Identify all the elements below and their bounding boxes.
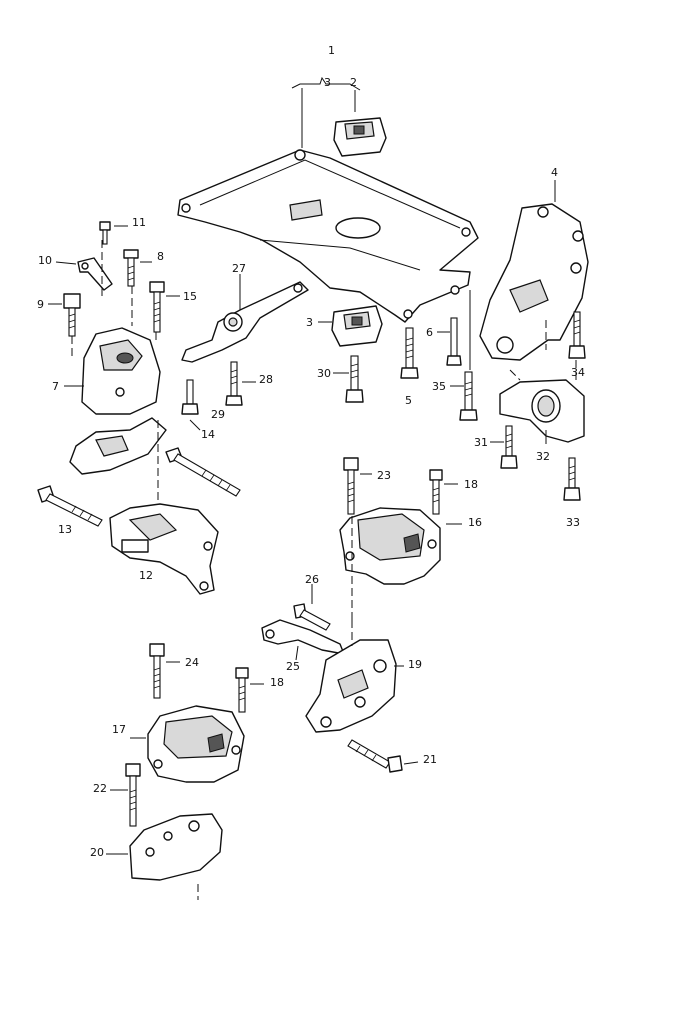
callout-27: 27 (232, 262, 246, 275)
callout-5: 5 (405, 394, 412, 407)
bolt-part-26 (293, 603, 331, 631)
bushing-part-3 (331, 305, 383, 347)
assembly-line-a (71, 240, 353, 900)
callout-35: 35 (432, 380, 446, 393)
callout-26: 26 (305, 573, 319, 586)
bolt-part-9 (63, 293, 81, 337)
callout-1: 1 (328, 44, 335, 57)
callout-32: 32 (536, 450, 550, 463)
callout-33: 33 (566, 516, 580, 529)
bracket-part-19 (305, 639, 397, 733)
bolt-part-5 (400, 327, 419, 379)
bolt-part-8 (123, 249, 139, 287)
bolt-part-29 (181, 379, 199, 415)
bolt-part-18a (429, 469, 443, 515)
callout-13: 13 (58, 523, 72, 536)
callout-3b: 3 (306, 316, 313, 329)
callout-15: 15 (183, 290, 197, 303)
callout-34: 34 (571, 366, 585, 379)
bolt-part-24 (149, 643, 165, 699)
torque-arm-part-27 (181, 281, 309, 363)
bolt-part-33 (563, 457, 581, 501)
engine-mount-part-16 (339, 507, 441, 585)
callout-29: 29 (211, 408, 225, 421)
callout-17: 17 (112, 723, 126, 736)
callout-21: 21 (423, 753, 437, 766)
bolt-part-30 (345, 355, 364, 403)
callout-31: 31 (474, 436, 488, 449)
bolt-part-21 (347, 739, 403, 773)
callout-12: 12 (139, 569, 153, 582)
bolt-part-13 (37, 485, 103, 527)
callout-16: 16 (468, 516, 482, 529)
callout-3a: 3 (324, 76, 331, 89)
bolt-part-31 (500, 425, 518, 469)
bolt-part-15 (149, 281, 165, 333)
callout-8: 8 (157, 250, 164, 263)
callout-28: 28 (259, 373, 273, 386)
mount-bracket-lower (69, 417, 167, 475)
callout-11: 11 (132, 216, 146, 229)
leader-35 (450, 290, 471, 387)
leader-25 (295, 645, 299, 661)
leader-21 (403, 761, 419, 765)
bushing-part-2 (333, 117, 387, 157)
callout-14: 14 (201, 428, 215, 441)
bolt-part-34 (568, 311, 586, 359)
callout-6: 6 (426, 326, 433, 339)
bolt-part-22 (125, 763, 141, 827)
strap-part-25 (261, 619, 345, 655)
engine-mount-part-7 (81, 327, 161, 415)
bolt-part-35 (459, 371, 478, 421)
subframe-part-1 (177, 149, 479, 323)
engine-mount-part-17 (147, 705, 245, 783)
callout-19: 19 (408, 658, 422, 671)
callout-30: 30 (317, 367, 331, 380)
bolt-part-28 (225, 361, 243, 406)
callout-18b: 18 (270, 676, 284, 689)
bolt-part-18b (235, 667, 249, 713)
leader-14 (189, 419, 201, 431)
callout-20: 20 (90, 846, 104, 859)
callout-9: 9 (37, 298, 44, 311)
assembly-line-b (509, 320, 577, 381)
callout-10: 10 (38, 254, 52, 267)
leader-10 (55, 261, 77, 265)
bracket-part-20 (129, 813, 223, 881)
mount-part-32 (499, 379, 585, 443)
bolt-part-14 (165, 447, 241, 497)
strap-part-10 (77, 257, 113, 291)
callout-25: 25 (286, 660, 300, 673)
leader-1 (291, 76, 361, 148)
bolt-part-23 (343, 457, 359, 515)
bolt-part-11 (99, 221, 111, 245)
callout-22: 22 (93, 782, 107, 795)
callout-23: 23 (377, 469, 391, 482)
callout-7: 7 (52, 380, 59, 393)
bolt-part-6 (446, 317, 462, 366)
callout-24: 24 (185, 656, 199, 669)
bracket-part-4 (479, 203, 589, 361)
callout-4: 4 (551, 166, 558, 179)
callout-18a: 18 (464, 478, 478, 491)
callout-2: 2 (350, 76, 357, 89)
transmission-mount-part-12 (109, 503, 219, 595)
